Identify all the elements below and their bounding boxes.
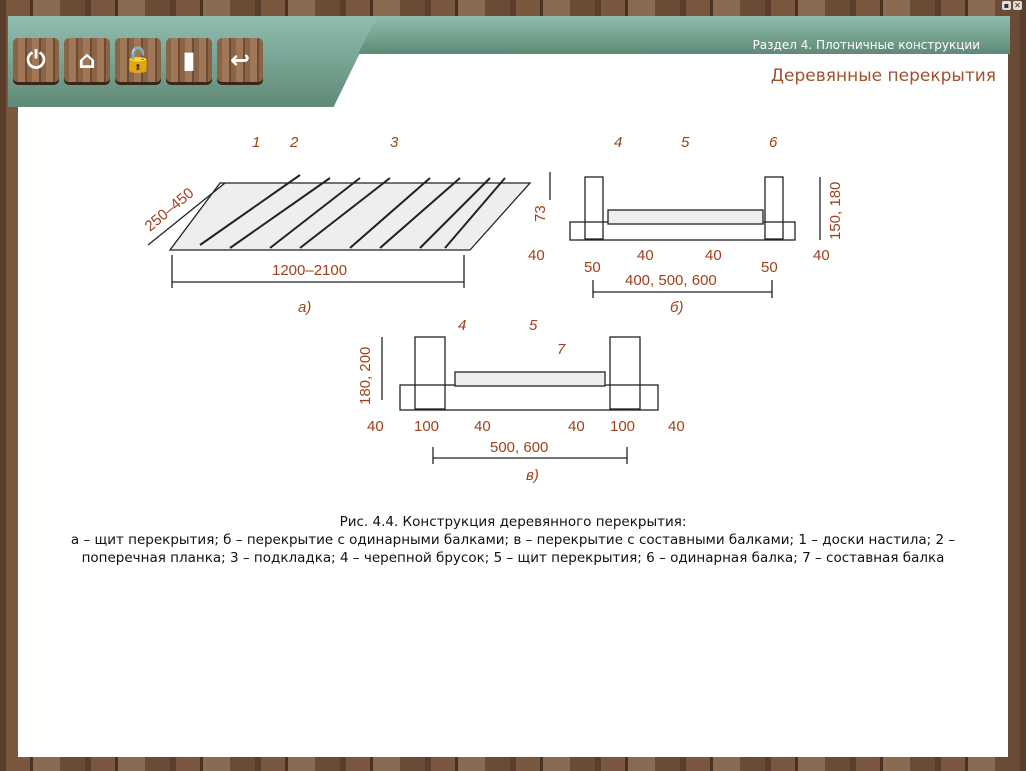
minimize-icon[interactable]: ▪ <box>1002 1 1011 10</box>
caption-a: а) <box>298 299 311 316</box>
label-2: 2 <box>289 134 299 151</box>
dim-40: 40 <box>367 418 384 435</box>
figure-caption: Рис. 4.4. Конструкция деревянного перекр… <box>40 513 986 567</box>
section-title: Раздел 4. Плотничные конструкции <box>752 38 980 52</box>
dim-100: 100 <box>414 418 439 435</box>
caption-b: б) <box>670 299 683 316</box>
dim-40: 40 <box>637 247 654 264</box>
dim-50: 50 <box>761 259 778 276</box>
power-button[interactable]: ⏻ <box>13 38 59 82</box>
label-7: 7 <box>557 341 566 358</box>
label-3: 3 <box>390 134 399 151</box>
dim-50: 50 <box>584 259 601 276</box>
figure-v <box>381 336 659 464</box>
dim-100: 100 <box>610 418 635 435</box>
close-icon[interactable]: ✕ <box>1013 1 1022 10</box>
window-controls: ▪ ✕ <box>1002 1 1022 10</box>
label-5: 5 <box>681 134 690 151</box>
dim-40: 40 <box>668 418 685 435</box>
caption-v: в) <box>526 467 539 484</box>
floor-construction-figure: 1 2 3 250–450 1200–2100 а) 4 5 6 73 150,… <box>142 134 844 484</box>
dim-40: 40 <box>528 247 545 264</box>
figure-b <box>549 172 821 298</box>
dim-400-600: 400, 500, 600 <box>625 272 717 289</box>
figure-a <box>147 174 532 288</box>
section-banner: Раздел 4. Плотничные конструкции <box>358 16 1010 54</box>
dim-40: 40 <box>813 247 830 264</box>
lock-button[interactable]: 🔓 <box>115 38 161 82</box>
label-6: 6 <box>769 134 778 151</box>
back-button[interactable]: ↩ <box>217 38 263 82</box>
dim-40: 40 <box>568 418 585 435</box>
dim-40: 40 <box>474 418 491 435</box>
book-button[interactable]: ▮ <box>166 38 212 82</box>
dim-150-180: 150, 180 <box>827 182 844 240</box>
home-button[interactable]: ⌂ <box>64 38 110 82</box>
dim-1200-2100: 1200–2100 <box>272 262 347 279</box>
caption-title: Рис. 4.4. Конструкция деревянного перекр… <box>339 514 687 530</box>
label-5: 5 <box>529 317 538 334</box>
label-4: 4 <box>458 317 466 334</box>
dim-73: 73 <box>532 205 549 222</box>
dim-500-600: 500, 600 <box>490 439 548 456</box>
page-title: Деревянные перекрытия <box>770 66 996 86</box>
label-4: 4 <box>614 134 622 151</box>
dim-180-200: 180, 200 <box>357 347 374 405</box>
dim-40: 40 <box>705 247 722 264</box>
caption-text: а – щит перекрытия; б – перекрытие с оди… <box>70 532 956 566</box>
label-1: 1 <box>252 134 260 151</box>
toolbar: ⏻ ⌂ 🔓 ▮ ↩ <box>13 38 263 82</box>
